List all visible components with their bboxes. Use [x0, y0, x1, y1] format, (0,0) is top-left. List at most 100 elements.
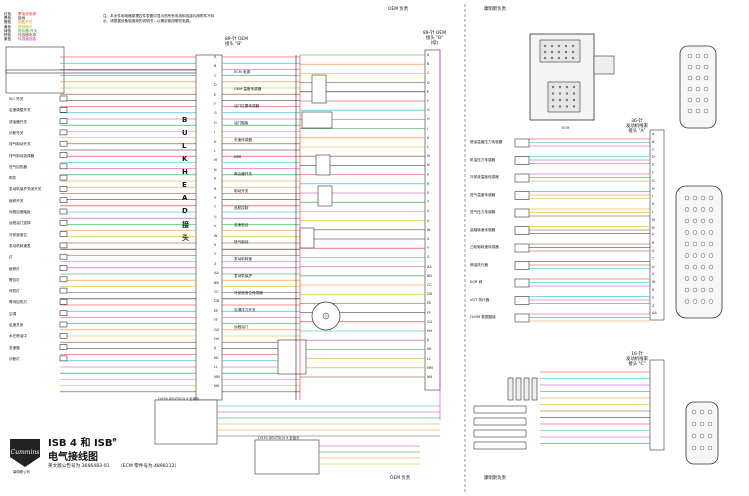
bulkhead-pin-code: JJ — [214, 346, 216, 351]
switch-symbol — [59, 208, 68, 215]
left-component-label: 发动机保护关闭开关 — [9, 187, 42, 192]
connector-pin — [708, 287, 714, 293]
connector-16-pin-label: 16-针 发动机线束 接头 "C" — [626, 352, 648, 367]
connector-pin — [707, 445, 713, 451]
ecm-pin — [551, 92, 555, 95]
engine-36-pin-connector-body — [649, 129, 665, 321]
ecm-pin — [551, 98, 555, 102]
bulkhead-letter: B — [182, 116, 188, 124]
relay-box — [277, 339, 307, 375]
ecm-pin — [558, 92, 562, 95]
ecm-pin — [572, 98, 576, 102]
connector-pin — [692, 230, 698, 235]
cummins-responsibility-label-bottom: 康明斯负责 — [484, 476, 506, 481]
throttle-sensor-body — [311, 74, 327, 104]
bulkhead-pin-code: C — [214, 73, 217, 78]
engine-16-pin-connector-body — [649, 359, 665, 451]
engine-pin-code: N — [652, 225, 655, 230]
right-component-label: 燃油执行器 — [470, 262, 488, 267]
connector-pin — [708, 230, 714, 235]
bulkhead-pin-code: U — [214, 214, 217, 219]
switch-symbol — [59, 332, 68, 339]
connector-pin — [692, 276, 698, 281]
connector-pin — [708, 195, 714, 201]
pin-code: C — [427, 71, 430, 76]
connector-89-pin-label: 89-针 OEM 接头 "B" — [225, 37, 248, 47]
middle-component-label: 发动机转速 — [234, 257, 252, 261]
engine-pin-code: V — [652, 272, 655, 277]
bulkhead-letter: 头 — [182, 234, 189, 242]
switch-symbol — [59, 276, 68, 283]
left-component-label: 警告灯 — [9, 277, 20, 282]
connector-pin — [699, 409, 705, 415]
bulkhead-pin-code: DD — [214, 299, 220, 304]
left-component-label: 灯 — [9, 255, 13, 260]
connector-pin — [695, 86, 701, 92]
connector-pin — [692, 218, 698, 224]
ecm-pin — [558, 105, 562, 108]
sensor-symbol — [514, 243, 530, 253]
left-component-label: 冷却液液位 — [9, 232, 27, 237]
switch-symbol — [59, 95, 68, 102]
sensor-symbol — [514, 261, 530, 270]
left-component-label: 空调 — [9, 311, 17, 316]
engine-pin-code: T — [652, 256, 655, 261]
cummins-responsibility-label-top: 康明斯负责 — [484, 7, 506, 12]
connector-pin — [684, 241, 690, 247]
j1939-box-1 — [154, 399, 218, 445]
ecm-pin — [543, 56, 547, 60]
bulkhead-pin-code: AA — [214, 271, 219, 276]
connector-pin — [703, 97, 709, 103]
sensor-symbol — [514, 173, 530, 183]
pin-code: V — [427, 218, 430, 223]
pin-code: KK — [427, 347, 432, 352]
middle-component-label: 冷却液液位传感器 — [234, 291, 263, 295]
pin-code: LL — [427, 356, 431, 361]
ecm-part-number: （ECM 零件号为 4898112） — [118, 464, 180, 469]
title-line-1: ISB 4 和 ISBe — [48, 434, 117, 449]
connector-pin — [692, 287, 698, 293]
switch-symbol — [59, 163, 68, 170]
ecm-pin — [565, 85, 569, 89]
connector-pin — [703, 64, 709, 70]
sensor-symbol — [514, 313, 530, 323]
switch-symbol — [59, 129, 68, 136]
middle-component-label: ECM 电源 — [234, 70, 251, 74]
sensor-symbol — [514, 191, 530, 200]
left-wire-strip — [5, 69, 207, 74]
pin-code: MM — [427, 365, 433, 370]
bulkhead-connector-body — [195, 54, 223, 401]
left-component-label: 滤油器开关 — [9, 119, 27, 124]
pin-code: HH — [427, 329, 433, 333]
ecm-pin — [543, 44, 547, 48]
engine-pin-code: A — [652, 132, 655, 136]
connector-pin — [708, 276, 714, 281]
bulkhead-letter: E — [182, 181, 187, 189]
switch-symbol — [59, 355, 68, 362]
right-component-label: 冷却液温度传感器 — [470, 175, 499, 179]
legend-row: 橙色钥匙开关 — [4, 20, 32, 25]
pin-code: J — [427, 126, 428, 131]
engine-pin-code: S — [652, 249, 655, 253]
pin-code: R — [427, 181, 430, 186]
ecm-pin — [557, 44, 561, 48]
bulkhead-pin-code: R — [214, 186, 217, 191]
engine-pin-code: U — [652, 264, 655, 269]
injector-body — [515, 377, 522, 401]
connector-pin — [687, 64, 693, 70]
pin-code: N — [427, 163, 430, 168]
connector-pin — [700, 241, 706, 247]
pin-code: D — [427, 80, 430, 85]
connector-pin — [700, 287, 706, 293]
left-component-label: 附件 — [9, 176, 17, 181]
left-component-label: 远程加速踏板 — [9, 210, 31, 214]
connector-pin — [700, 299, 706, 304]
bulkhead-pin-code: LL — [214, 365, 218, 370]
engine-pin-code: D — [652, 155, 655, 160]
bulkhead-pin-code: FF — [214, 318, 218, 323]
middle-component-label: 排气制动 — [234, 240, 249, 244]
middle-component-label: 发动机保护 — [234, 274, 252, 278]
injector-connector — [473, 417, 527, 426]
switch-symbol — [59, 231, 68, 237]
